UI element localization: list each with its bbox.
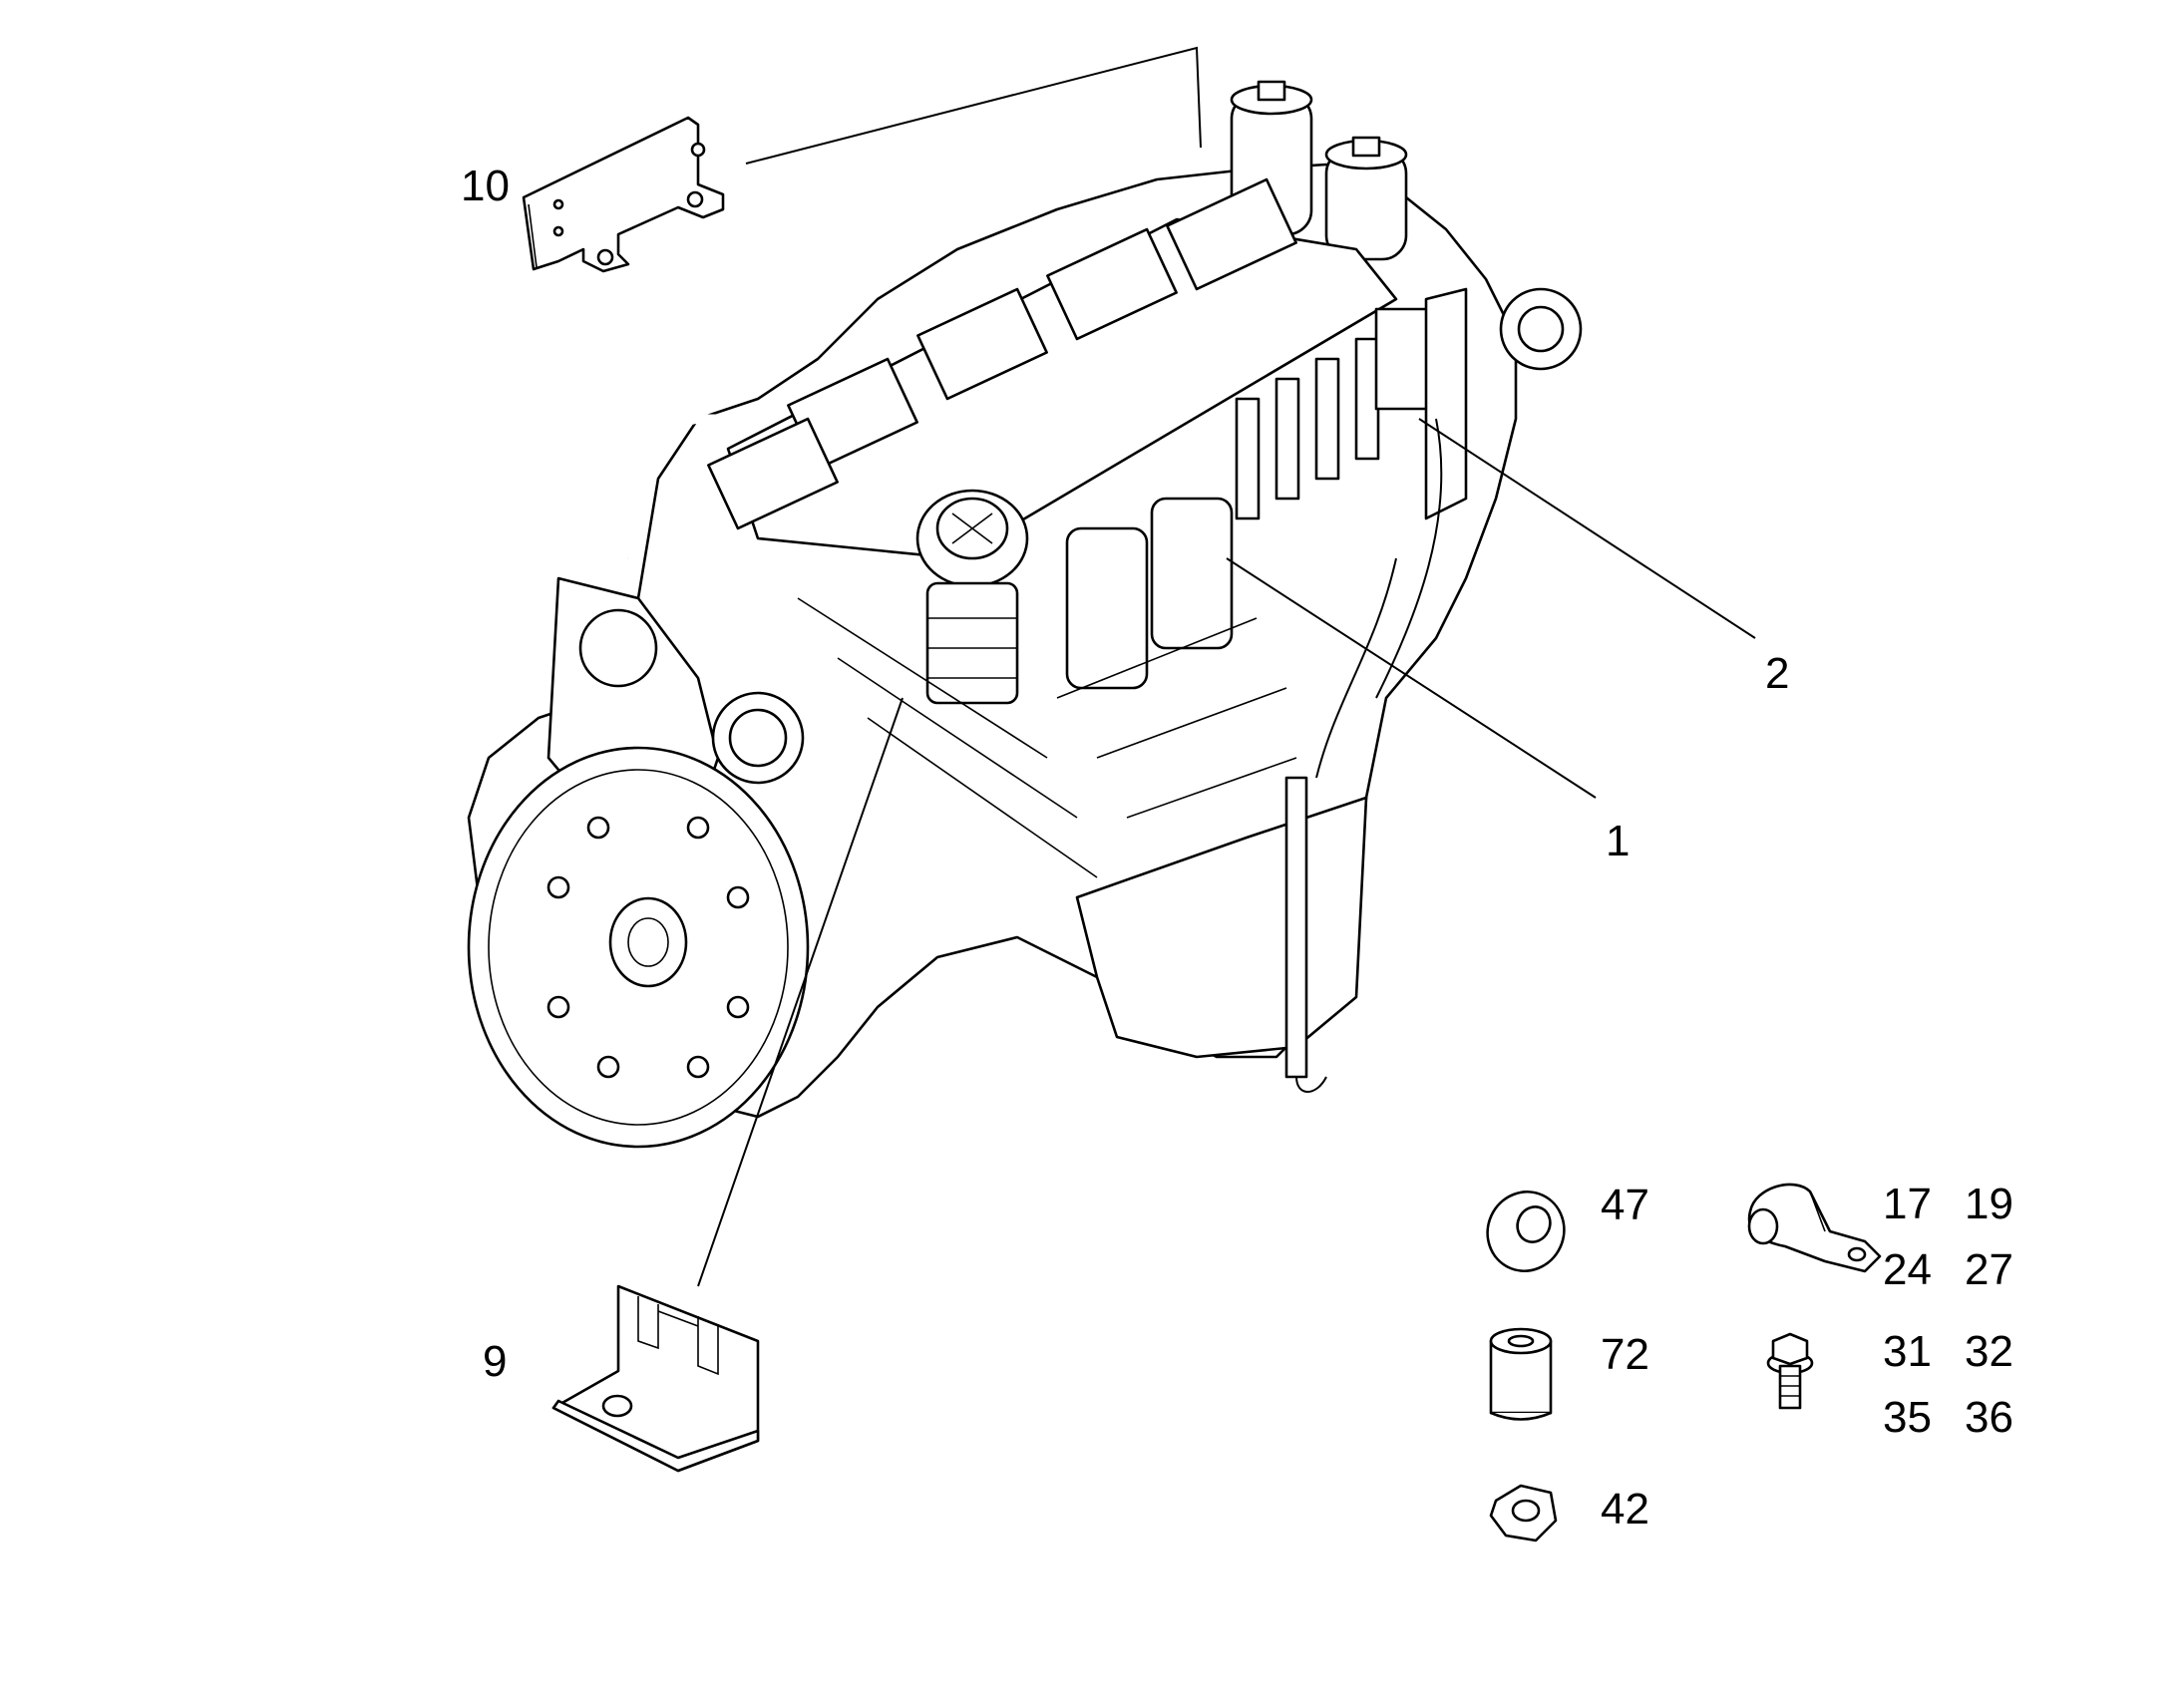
hex-nut-icon bbox=[1489, 1484, 1558, 1542]
leader-lines bbox=[697, 46, 1756, 1287]
callout-72: 72 bbox=[1601, 1330, 1649, 1379]
callout-36: 36 bbox=[1965, 1393, 2013, 1442]
callout-31: 31 bbox=[1883, 1327, 1932, 1376]
callout-42: 42 bbox=[1601, 1485, 1649, 1534]
pipe-clamp-icon bbox=[1747, 1183, 1882, 1273]
callout-10: 10 bbox=[461, 162, 510, 210]
callout-35: 35 bbox=[1883, 1393, 1932, 1442]
spacer-sleeve-icon bbox=[1489, 1327, 1553, 1421]
callout-2: 2 bbox=[1765, 649, 1789, 698]
callout-32: 32 bbox=[1965, 1327, 2013, 1376]
engine-assembly-icon bbox=[467, 80, 1583, 1149]
angle-bracket-icon bbox=[551, 1284, 760, 1473]
callout-24: 24 bbox=[1883, 1245, 1932, 1294]
callout-1: 1 bbox=[1606, 817, 1630, 865]
washer-icon bbox=[1486, 1191, 1566, 1272]
callout-9: 9 bbox=[483, 1337, 507, 1386]
callout-27: 27 bbox=[1965, 1245, 2013, 1294]
flange-bolt-icon bbox=[1766, 1332, 1814, 1410]
callout-19: 19 bbox=[1965, 1180, 2013, 1228]
mounting-bracket-icon bbox=[522, 116, 725, 273]
callout-47: 47 bbox=[1601, 1181, 1649, 1229]
callout-17: 17 bbox=[1883, 1180, 1932, 1228]
